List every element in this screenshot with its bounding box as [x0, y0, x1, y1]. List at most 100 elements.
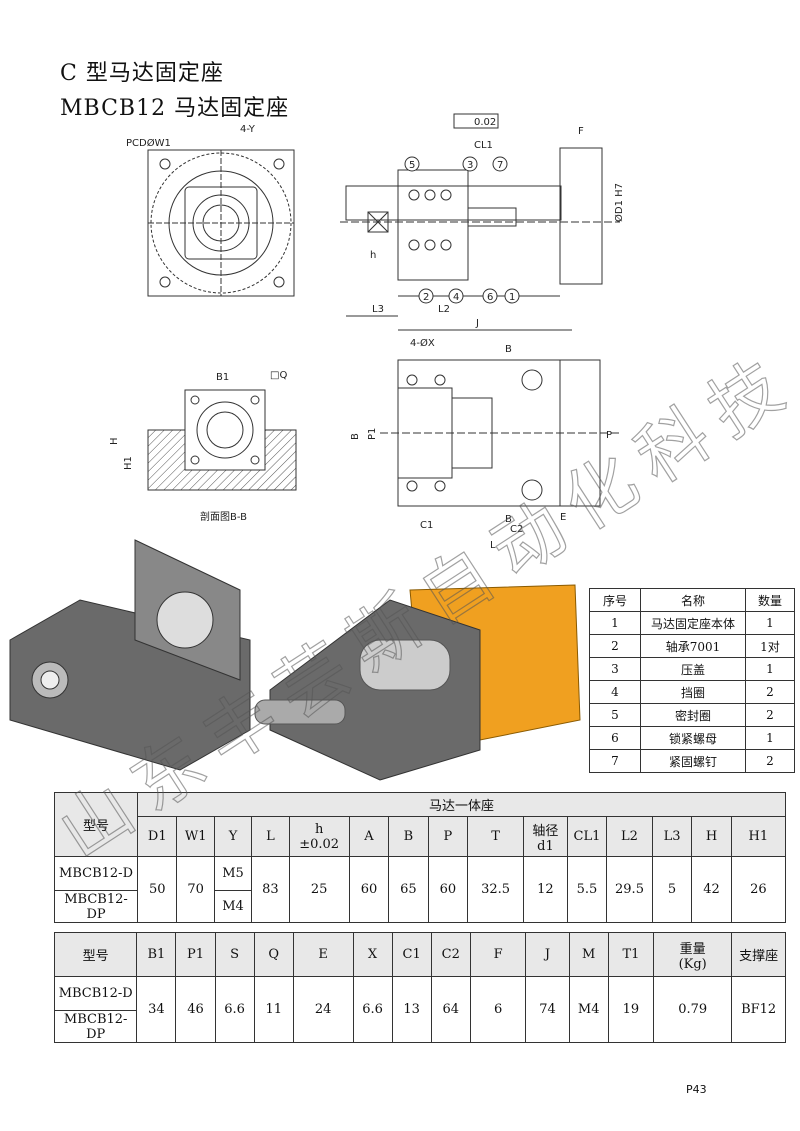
- square-q-label: □Q: [270, 370, 287, 381]
- group-header: 马达一体座: [137, 792, 786, 817]
- part-index: 3: [589, 657, 641, 681]
- part-qty: 1: [745, 657, 795, 681]
- flatness-label: 0.02: [474, 117, 496, 128]
- section-caption: 剖面图B-B: [200, 510, 247, 523]
- value-S: 6.6: [214, 976, 255, 1043]
- part-qty: 2: [745, 749, 795, 773]
- value-H1: 26: [730, 856, 787, 923]
- col-M: M: [568, 932, 609, 977]
- model-header: 型号: [53, 932, 138, 977]
- part-name: 轴承7001: [640, 634, 746, 658]
- callout-1: 1: [509, 292, 515, 303]
- P1-label: P1: [367, 428, 378, 440]
- value-Y: M5: [213, 856, 253, 891]
- col-A: A: [348, 816, 390, 857]
- col-S: S: [214, 932, 255, 977]
- j-label: J: [475, 318, 479, 329]
- header-quantity: 数量: [745, 588, 795, 612]
- value-Q: 11: [253, 976, 294, 1043]
- col-weight: 重量 (Kg): [653, 932, 733, 977]
- page-title: C 型马达固定座: [60, 61, 224, 86]
- part-index: 1: [589, 611, 641, 635]
- header-index: 序号: [589, 588, 641, 612]
- part-qty: 2: [745, 680, 795, 704]
- callout-3: 3: [467, 160, 473, 171]
- value-B: 65: [388, 856, 429, 923]
- H-label: H: [109, 437, 120, 445]
- value-F: 6: [469, 976, 527, 1043]
- P-label: P: [606, 430, 612, 441]
- col-L: L: [251, 816, 290, 857]
- value-E: 24: [292, 976, 354, 1043]
- col-support: 支撑座: [731, 932, 786, 977]
- part-name: 马达固定座本体: [640, 611, 746, 635]
- part-index: 4: [589, 680, 641, 704]
- col-E: E: [292, 932, 354, 977]
- callout-7: 7: [497, 160, 503, 171]
- value-W1: 70: [176, 856, 215, 923]
- col-T: T: [467, 816, 525, 857]
- part-name: 密封圈: [640, 703, 746, 727]
- callout-6: 6: [487, 292, 493, 303]
- value-X: 6.6: [352, 976, 393, 1043]
- value-A: 60: [348, 856, 390, 923]
- value-J: 74: [525, 976, 570, 1043]
- part-name: 挡圈: [640, 680, 746, 704]
- top-view-drawing: [380, 359, 620, 507]
- model-name: MBCB12-DP: [53, 890, 139, 923]
- value-T: 32.5: [467, 856, 525, 923]
- value-d1: 12: [523, 856, 568, 923]
- col-CL1: CL1: [566, 816, 608, 857]
- col-W1: W1: [176, 816, 215, 857]
- motor-assembly-3d-render: [254, 584, 581, 781]
- col-D1: D1: [137, 816, 178, 857]
- value-P1: 46: [175, 976, 216, 1043]
- section-bb-drawing: [147, 389, 297, 491]
- callout-5: 5: [409, 160, 415, 171]
- col-L2: L2: [606, 816, 653, 857]
- page-subtitle: MBCB12 马达固定座: [60, 96, 290, 121]
- part-name: 紧固螺钉: [640, 749, 746, 773]
- col-T1: T1: [607, 932, 655, 977]
- model-name: MBCB12-D: [53, 856, 139, 891]
- col-d1: 轴径 d1: [523, 816, 568, 857]
- C2-label: C2: [510, 524, 523, 535]
- part-qty: 1对: [745, 634, 795, 658]
- value-C2: 64: [430, 976, 471, 1043]
- pcd-label: PCDØW1: [126, 137, 171, 149]
- part-index: 7: [589, 749, 641, 773]
- model-name: MBCB12-D: [53, 976, 138, 1011]
- col-F: F: [469, 932, 527, 977]
- value-L2: 29.5: [606, 856, 653, 923]
- technical-drawings: PCDØW1 4-Y 0.02 CL1 F ØD1 H7 h L3 L2 J 5…: [9, 113, 625, 781]
- part-qty: 2: [745, 703, 795, 727]
- l3-label: L3: [372, 304, 384, 315]
- page-number: P43: [686, 1083, 707, 1096]
- front-view-drawing: [147, 149, 295, 297]
- col-C2: C2: [430, 932, 471, 977]
- col-H1: H1: [730, 816, 787, 857]
- value-L3: 5: [651, 856, 693, 923]
- value-support: BF12: [731, 976, 786, 1043]
- part-name: 压盖: [640, 657, 746, 681]
- col-B: B: [388, 816, 429, 857]
- header-name: 名称: [640, 588, 746, 612]
- value-M: M4: [568, 976, 609, 1043]
- col-J: J: [525, 932, 570, 977]
- col-L3: L3: [651, 816, 693, 857]
- value-H: 42: [691, 856, 732, 923]
- value-L: 83: [251, 856, 290, 923]
- E-label: E: [560, 512, 566, 523]
- C1-label: C1: [420, 520, 433, 531]
- h-label: h: [370, 250, 376, 261]
- part-index: 5: [589, 703, 641, 727]
- value-T1: 19: [607, 976, 655, 1043]
- B-dim-label: B: [350, 433, 361, 440]
- side-section-drawing: [340, 113, 620, 331]
- bracket-3d-render: [9, 539, 251, 771]
- value-weight: 0.79: [653, 976, 733, 1043]
- part-name: 锁紧螺母: [640, 726, 746, 750]
